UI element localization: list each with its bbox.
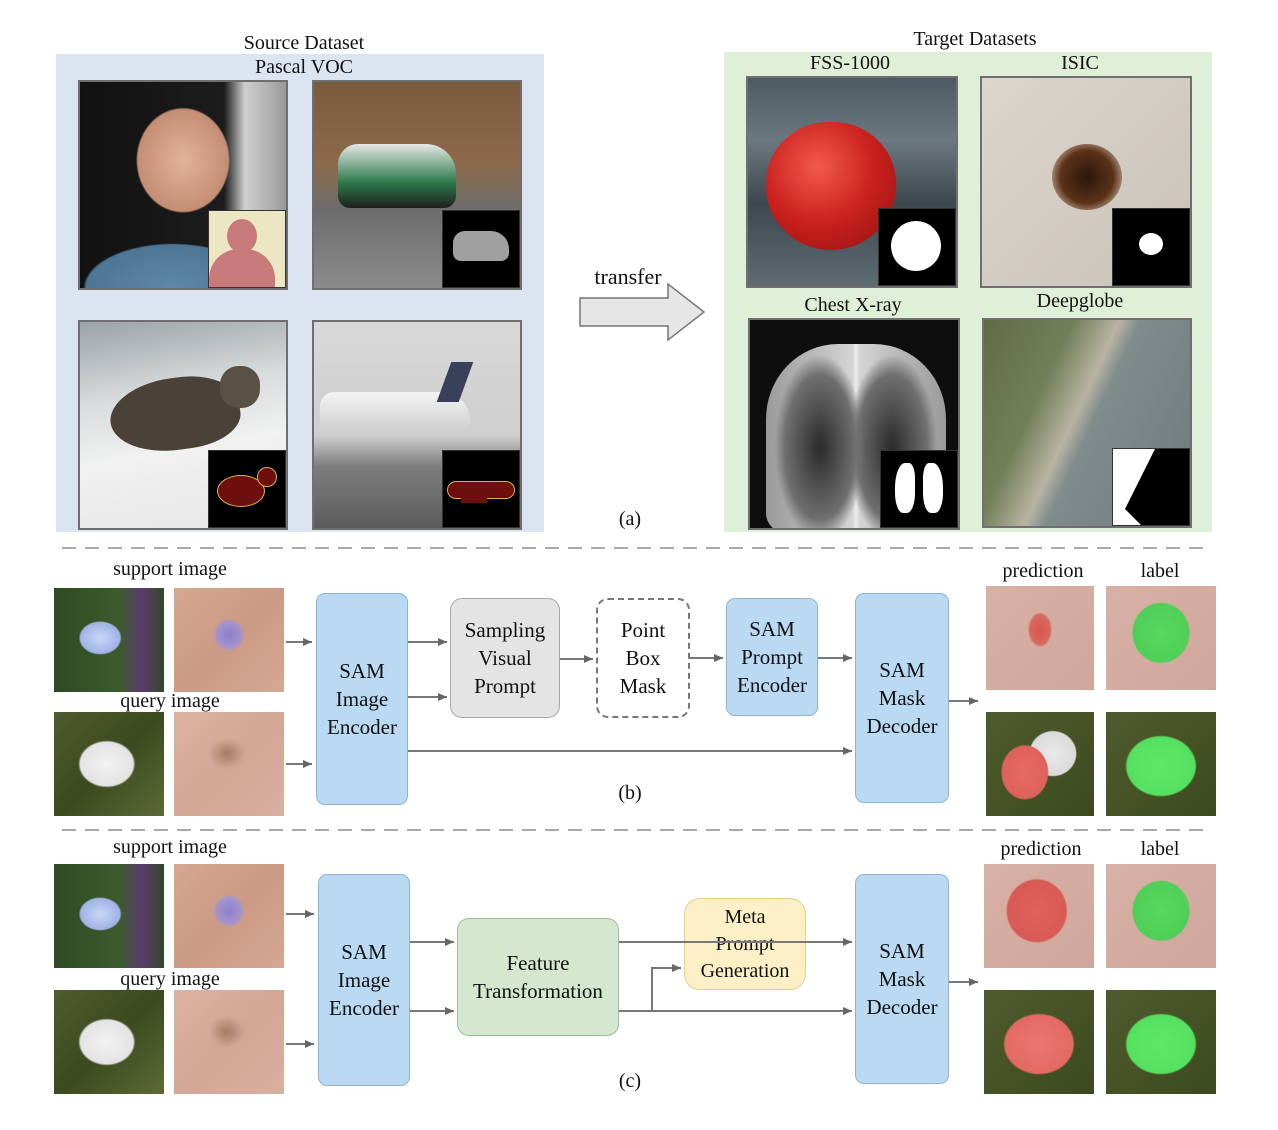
b-support-skin-image bbox=[174, 588, 284, 692]
b-sam-prompt-encoder: SAM Prompt Encoder bbox=[726, 598, 818, 716]
isic-lesion-image bbox=[980, 76, 1192, 288]
voc-car-mask bbox=[442, 210, 520, 288]
b-image-encoder-line-2: Image bbox=[335, 687, 389, 711]
c-prediction-butterfly bbox=[984, 990, 1094, 1094]
b-sampling-line-1: Sampling bbox=[464, 618, 546, 642]
c-query-label: query image bbox=[120, 968, 220, 990]
b-support-butterfly-image bbox=[54, 588, 164, 692]
c-prediction-skin bbox=[984, 864, 1094, 968]
b-prediction-label: prediction bbox=[1002, 560, 1084, 582]
voc-car-image bbox=[312, 80, 522, 290]
target-label-isic: ISIC bbox=[1061, 52, 1099, 74]
b-mask-decoder-line-2: Mask bbox=[878, 686, 926, 710]
c-prediction-label: prediction bbox=[1000, 838, 1082, 860]
b-point-box-mask: Point Box Mask bbox=[596, 598, 690, 718]
c-feature-transformation: Feature Transformation bbox=[457, 918, 619, 1036]
b-query-butterfly-image bbox=[54, 712, 164, 816]
voc-cat-mask bbox=[208, 450, 286, 528]
b-sam-mask-decoder: SAM Mask Decoder bbox=[855, 593, 949, 803]
c-feature-line-1: Feature bbox=[506, 951, 570, 975]
b-label-skin bbox=[1106, 586, 1216, 690]
c-meta-line-3: Generation bbox=[700, 959, 790, 982]
b-sam-image-encoder: SAM Image Encoder bbox=[316, 593, 408, 805]
c-support-skin-image bbox=[174, 864, 284, 968]
b-mask-decoder-line-1: SAM bbox=[879, 658, 925, 682]
b-label-butterfly bbox=[1106, 712, 1216, 816]
voc-airplane-image bbox=[312, 320, 522, 530]
b-query-label: query image bbox=[120, 690, 220, 712]
c-query-butterfly-image bbox=[54, 990, 164, 1094]
source-dataset-title: Source Dataset bbox=[243, 32, 365, 54]
c-label-butterfly bbox=[1106, 990, 1216, 1094]
c-image-encoder-line-2: Image bbox=[337, 968, 391, 992]
b-prompt-box: Box bbox=[625, 646, 661, 670]
c-image-encoder-line-3: Encoder bbox=[329, 996, 399, 1020]
c-meta-line-2: Prompt bbox=[715, 932, 775, 955]
b-prediction-butterfly bbox=[986, 712, 1094, 816]
target-label-deepglobe: Deepglobe bbox=[1036, 290, 1124, 312]
c-meta-prompt-generation: Meta Prompt Generation bbox=[684, 898, 806, 990]
c-sam-mask-decoder: SAM Mask Decoder bbox=[855, 874, 949, 1084]
b-prompt-encoder-line-3: Encoder bbox=[737, 673, 807, 697]
c-feature-line-2: Transformation bbox=[473, 979, 603, 1003]
voc-airplane-mask bbox=[442, 450, 520, 528]
fss-apple-mask bbox=[878, 208, 956, 286]
c-label-label: label bbox=[1140, 838, 1180, 860]
isic-lesion-mask bbox=[1112, 208, 1190, 286]
voc-person-image bbox=[78, 80, 288, 290]
voc-person-mask bbox=[208, 210, 286, 288]
b-sampling-line-3: Prompt bbox=[474, 674, 536, 698]
voc-cat-image bbox=[78, 320, 288, 530]
b-prompt-encoder-line-1: SAM bbox=[749, 617, 795, 641]
deepglobe-mask-shape bbox=[1113, 449, 1155, 525]
c-image-encoder-line-1: SAM bbox=[341, 940, 387, 964]
caption-a: (a) bbox=[618, 508, 642, 530]
c-sam-image-encoder: SAM Image Encoder bbox=[318, 874, 410, 1086]
b-prompt-encoder-line-2: Prompt bbox=[741, 645, 803, 669]
c-query-skin-image bbox=[174, 990, 284, 1094]
c-mask-decoder-line-1: SAM bbox=[879, 939, 925, 963]
c-support-butterfly-image bbox=[54, 864, 164, 968]
c-mask-decoder-line-3: Decoder bbox=[866, 995, 938, 1019]
chest-xray-mask bbox=[880, 450, 958, 528]
caption-c: (c) bbox=[618, 1070, 642, 1092]
caption-b: (b) bbox=[618, 782, 642, 804]
b-prompt-point: Point bbox=[620, 618, 666, 642]
c-support-label: support image bbox=[113, 836, 227, 858]
b-prediction-skin bbox=[986, 586, 1094, 690]
c-label-skin bbox=[1106, 864, 1216, 968]
b-image-encoder-line-3: Encoder bbox=[327, 715, 397, 739]
b-prompt-mask: Mask bbox=[619, 674, 667, 698]
b-sampling-line-2: Visual bbox=[478, 646, 532, 670]
transfer-label: transfer bbox=[594, 264, 662, 289]
c-meta-line-1: Meta bbox=[724, 905, 766, 928]
b-sampling-visual-prompt: Sampling Visual Prompt bbox=[450, 598, 560, 718]
target-datasets-title: Target Datasets bbox=[913, 28, 1037, 50]
deepglobe-mask bbox=[1112, 448, 1190, 526]
target-label-fss: FSS-1000 bbox=[809, 52, 891, 74]
source-dataset-name: Pascal VOC bbox=[255, 56, 353, 78]
b-label-label: label bbox=[1140, 560, 1180, 582]
c-mask-decoder-line-2: Mask bbox=[878, 967, 926, 991]
b-query-skin-image bbox=[174, 712, 284, 816]
b-mask-decoder-line-3: Decoder bbox=[866, 714, 938, 738]
chest-xray-image bbox=[748, 318, 960, 530]
deepglobe-image bbox=[982, 318, 1192, 528]
fss-apple-image bbox=[746, 76, 958, 288]
b-support-label: support image bbox=[113, 558, 227, 580]
target-label-chest-xray: Chest X-ray bbox=[804, 294, 902, 316]
b-image-encoder-line-1: SAM bbox=[339, 659, 385, 683]
